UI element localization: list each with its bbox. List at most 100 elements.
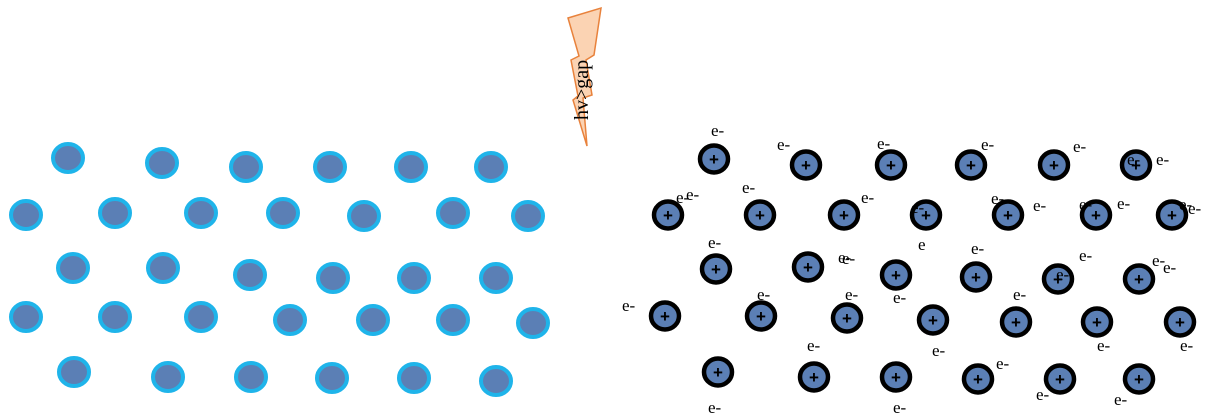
electron-label: e- xyxy=(1163,258,1177,277)
ion-19: + xyxy=(1122,263,1156,295)
atom-23 xyxy=(273,304,307,336)
ion-12: + xyxy=(1079,199,1113,231)
ion-core xyxy=(954,149,988,181)
ion-core xyxy=(1079,199,1113,231)
ion-core xyxy=(1163,306,1197,338)
ion-sign: + xyxy=(756,307,766,326)
ion-sign: + xyxy=(842,309,852,328)
ion-sign: + xyxy=(1053,270,1063,289)
atom-25 xyxy=(436,304,470,336)
ion-sign: + xyxy=(1003,206,1013,225)
electron-label: e- xyxy=(1013,285,1027,304)
electron-label: e- xyxy=(1188,199,1202,218)
electron-label: e- xyxy=(711,121,725,140)
ion-core xyxy=(1041,263,1075,295)
electron-label: e- xyxy=(742,178,756,197)
electron-label: e- xyxy=(1079,195,1093,214)
atom-29 xyxy=(234,361,268,393)
ion-core xyxy=(744,300,778,332)
atom-24 xyxy=(356,304,390,336)
atom-2 xyxy=(145,147,179,179)
ion-22: + xyxy=(830,302,864,334)
electron-label: e- xyxy=(1033,196,1047,215)
ion-core xyxy=(879,361,913,393)
ion-20: + xyxy=(648,300,682,332)
ion-7: + xyxy=(651,199,685,231)
photon: hv>gap xyxy=(567,6,602,147)
ion-sign: + xyxy=(839,206,849,225)
atom-6 xyxy=(474,151,508,183)
ion-sign: + xyxy=(663,206,673,225)
electron-label: e- xyxy=(807,336,821,355)
atom-3 xyxy=(229,151,263,183)
ion-core xyxy=(1122,363,1156,395)
atom-19 xyxy=(479,262,513,294)
atom-21 xyxy=(98,301,132,333)
ion-17: + xyxy=(959,261,993,293)
ion-sign: + xyxy=(928,311,938,330)
right-lattice: ++++++++++++++++++++++++++++++++e-e-e-e-… xyxy=(622,121,1202,416)
atom-32 xyxy=(479,365,513,397)
ion-13: + xyxy=(1155,199,1189,231)
ion-sign: + xyxy=(971,268,981,287)
ion-core xyxy=(830,302,864,334)
electron-label: e- xyxy=(1036,385,1050,404)
ion-4: + xyxy=(954,149,988,181)
photon-label: hv>gap xyxy=(571,60,593,120)
ion-core xyxy=(827,199,861,231)
atom-26 xyxy=(516,307,550,339)
ion-core xyxy=(651,199,685,231)
ion-core xyxy=(699,253,733,285)
ion-14: + xyxy=(699,253,733,285)
ion-sign: + xyxy=(713,363,723,382)
ion-core xyxy=(1119,149,1153,181)
ion-core xyxy=(879,259,913,291)
ion-18: + xyxy=(1041,263,1075,295)
atom-30 xyxy=(315,362,349,394)
ion-sign: + xyxy=(1049,156,1059,175)
electron-label: e- xyxy=(708,233,722,252)
ion-24: + xyxy=(999,306,1033,338)
ion-core xyxy=(991,199,1025,231)
electron-label: e- xyxy=(1117,194,1131,213)
ion-16: + xyxy=(879,259,913,291)
ion-sign: + xyxy=(711,260,721,279)
electron-label: e- xyxy=(877,134,891,153)
ion-core xyxy=(959,261,993,293)
electron-label: e- xyxy=(971,239,985,258)
ion-sign: + xyxy=(1134,370,1144,389)
atom-27 xyxy=(57,356,91,388)
electron-label: e- xyxy=(622,296,636,315)
electron-label: e- xyxy=(1056,265,1070,284)
ion-sign: + xyxy=(801,156,811,175)
electron-label: e- xyxy=(1156,150,1170,169)
ion-sign: + xyxy=(709,150,719,169)
ion-1: + xyxy=(697,143,731,175)
electron-label: e- xyxy=(757,285,771,304)
atom-22 xyxy=(184,301,218,333)
ion-core xyxy=(697,143,731,175)
electron-label: e- xyxy=(991,189,1005,208)
atom-13 xyxy=(511,200,545,232)
ion-15: + xyxy=(791,251,825,283)
left-lattice xyxy=(9,142,550,397)
electron-label: e- xyxy=(777,135,791,154)
atom-15 xyxy=(146,252,180,284)
electron-label: e- xyxy=(842,249,856,268)
ion-sign: + xyxy=(891,266,901,285)
atom-16 xyxy=(233,259,267,291)
ion-sign: + xyxy=(966,156,976,175)
ion-8: + xyxy=(743,199,777,231)
ion-sign: + xyxy=(1091,206,1101,225)
electron-label: e- xyxy=(911,198,925,217)
electron-label: e- xyxy=(1179,195,1193,214)
atom-18 xyxy=(397,262,431,294)
electron-label: e xyxy=(918,235,926,254)
electron-label: e- xyxy=(676,188,690,207)
ion-11: + xyxy=(991,199,1025,231)
electron-label: e- xyxy=(1097,336,1111,355)
atom-31 xyxy=(397,362,431,394)
ion-sign: + xyxy=(1131,156,1141,175)
electron-label: e- xyxy=(838,248,852,267)
